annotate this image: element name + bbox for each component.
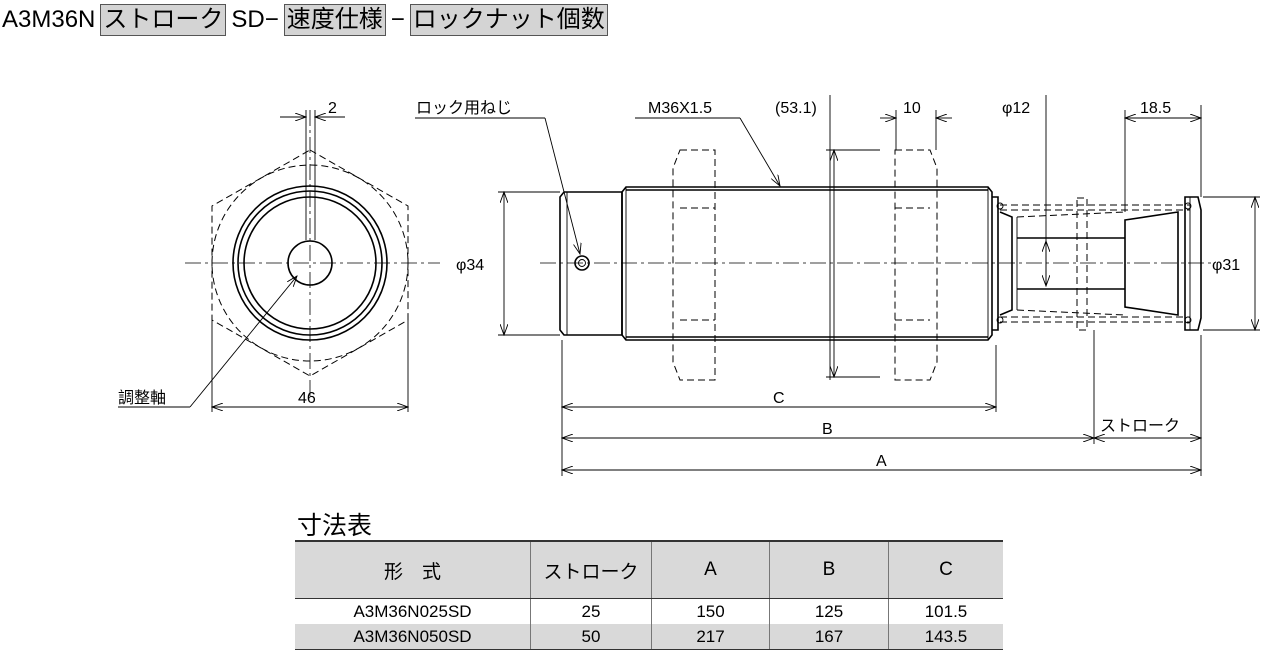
header-stroke: ストローク (530, 540, 652, 599)
cell-A: 217 (651, 624, 770, 650)
end-view: 2 46 調整軸 (118, 100, 440, 412)
title-locknut-box: ロックナット個数 (409, 4, 608, 36)
table-row: A3M36N050SD 50 217 167 143.5 (295, 624, 1003, 650)
dim-10-label: 10 (903, 100, 921, 117)
model-code-title: A3M36N ストローク SD− 速度仕様 − ロックナット個数 (0, 2, 611, 38)
cell-C: 101.5 (888, 598, 1003, 624)
cell-model: A3M36N050SD (295, 624, 531, 650)
cell-B: 125 (769, 598, 889, 624)
side-view: φ34 φ31 ロック用ねじ M36X1.5 (53.1) 10 φ12 (415, 95, 1260, 476)
cell-A: 150 (651, 598, 770, 624)
cell-B: 167 (769, 624, 889, 650)
dim-phi12-label: φ12 (1002, 100, 1030, 117)
dim-phi34-label: φ34 (456, 257, 484, 274)
table-row: A3M36N025SD 25 150 125 101.5 (295, 598, 1003, 624)
dim-B-label: B (822, 421, 833, 438)
dim-46-label: 46 (298, 390, 316, 407)
dimension-table-title: 寸法表 (297, 511, 373, 540)
title-stroke-box: ストローク (100, 4, 227, 36)
dim-A-label: A (876, 453, 887, 470)
cell-stroke: 50 (530, 624, 652, 650)
dim-2-label: 2 (328, 100, 337, 117)
cell-stroke: 25 (530, 598, 652, 624)
adjust-shaft-label: 調整軸 (118, 389, 166, 407)
lock-screw-label: ロック用ねじ (416, 99, 512, 117)
table-header-row: 形 式 ストローク A B C (295, 540, 1003, 599)
dim-18-5-label: 18.5 (1140, 100, 1171, 117)
thread-label: M36X1.5 (648, 100, 712, 117)
dimension-table: 形 式 ストローク A B C A3M36N025SD 25 150 125 1… (295, 540, 1003, 650)
dim-phi31-label: φ31 (1212, 257, 1240, 274)
title-mid: SD− (231, 6, 279, 33)
cell-C: 143.5 (888, 624, 1003, 650)
dim-stroke-label: ストローク (1100, 417, 1180, 435)
title-speed-box: 速度仕様 (283, 4, 386, 36)
dim-C-label: C (773, 390, 785, 407)
header-C: C (888, 540, 1003, 599)
title-dash: − (390, 6, 405, 33)
header-model: 形 式 (295, 540, 531, 599)
title-prefix: A3M36N (2, 6, 96, 33)
cell-model: A3M36N025SD (353, 601, 472, 621)
dim-53-1-label: (53.1) (775, 100, 817, 117)
header-A: A (651, 540, 770, 599)
header-B: B (769, 540, 889, 599)
